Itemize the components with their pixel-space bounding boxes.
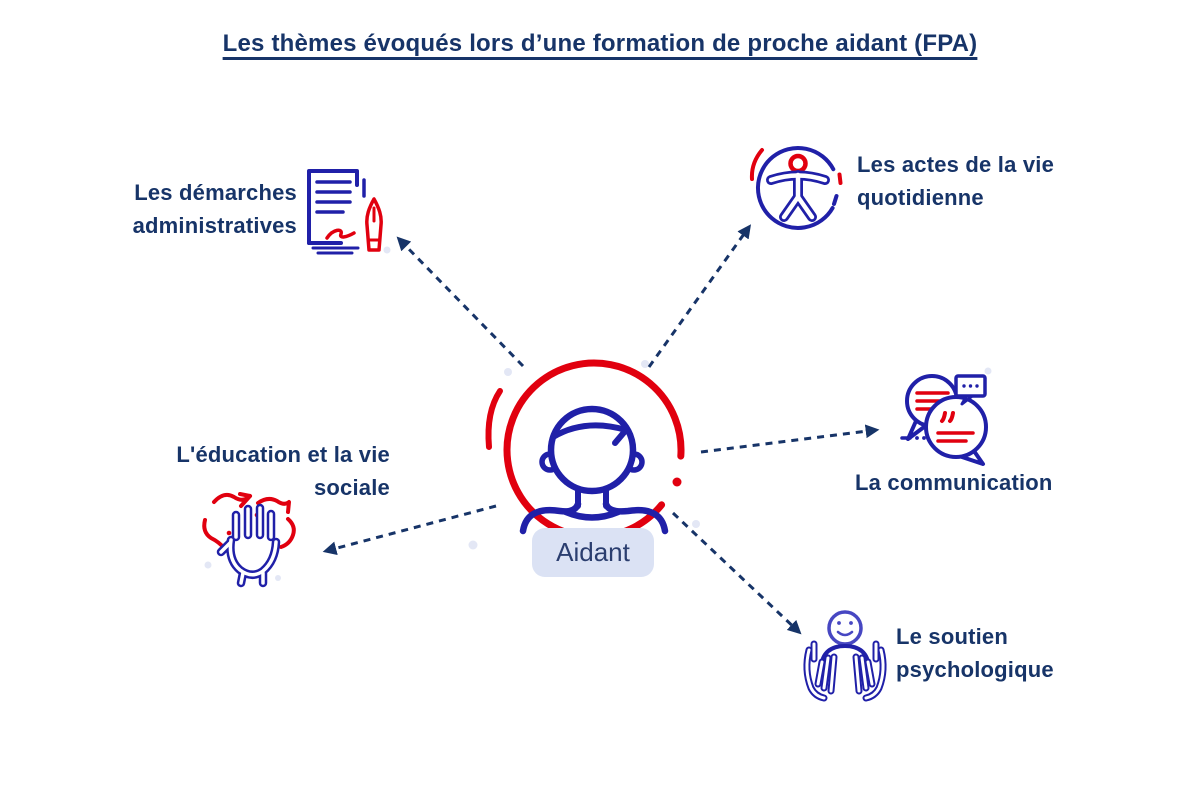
label-line: psychologique	[896, 657, 1054, 682]
speech-bubbles-icon	[900, 374, 988, 466]
theme-label-education: L'éducation et la vie sociale	[150, 438, 390, 504]
connector-arrows	[322, 224, 880, 635]
document-signature-pen-icon	[307, 169, 383, 255]
label-line: L'éducation et la vie	[176, 442, 390, 467]
background-dots	[204, 246, 992, 581]
label-line: Le soutien	[896, 624, 1009, 649]
arrow-to-education	[322, 504, 497, 556]
arrow-to-communication	[700, 424, 880, 454]
center-label: Aidant	[532, 528, 654, 577]
theme-label-actes: Les actes de la vie quotidienne	[857, 148, 1097, 214]
accessibility-person-icon	[749, 145, 843, 230]
arrow-to-soutien	[671, 511, 802, 635]
label-line: Les démarches	[134, 180, 297, 205]
theme-label-demarches: Les démarches administratives	[85, 176, 297, 242]
raised-hand-icon	[202, 492, 296, 583]
label-line: La communication	[855, 470, 1053, 495]
person-face-icon	[519, 405, 669, 535]
arrow-to-actes	[647, 224, 752, 368]
theme-label-communication: La communication	[855, 466, 1105, 499]
label-line: quotidienne	[857, 185, 984, 210]
label-line: administratives	[132, 213, 297, 238]
theme-label-soutien: Le soutien psychologique	[896, 620, 1126, 686]
label-line: Les actes de la vie	[857, 152, 1055, 177]
hands-holding-person-icon	[807, 610, 883, 698]
diagram-title: Les thèmes évoqués lors d’une formation …	[222, 30, 978, 57]
label-line: sociale	[313, 475, 390, 500]
arrow-to-demarches	[396, 236, 525, 368]
